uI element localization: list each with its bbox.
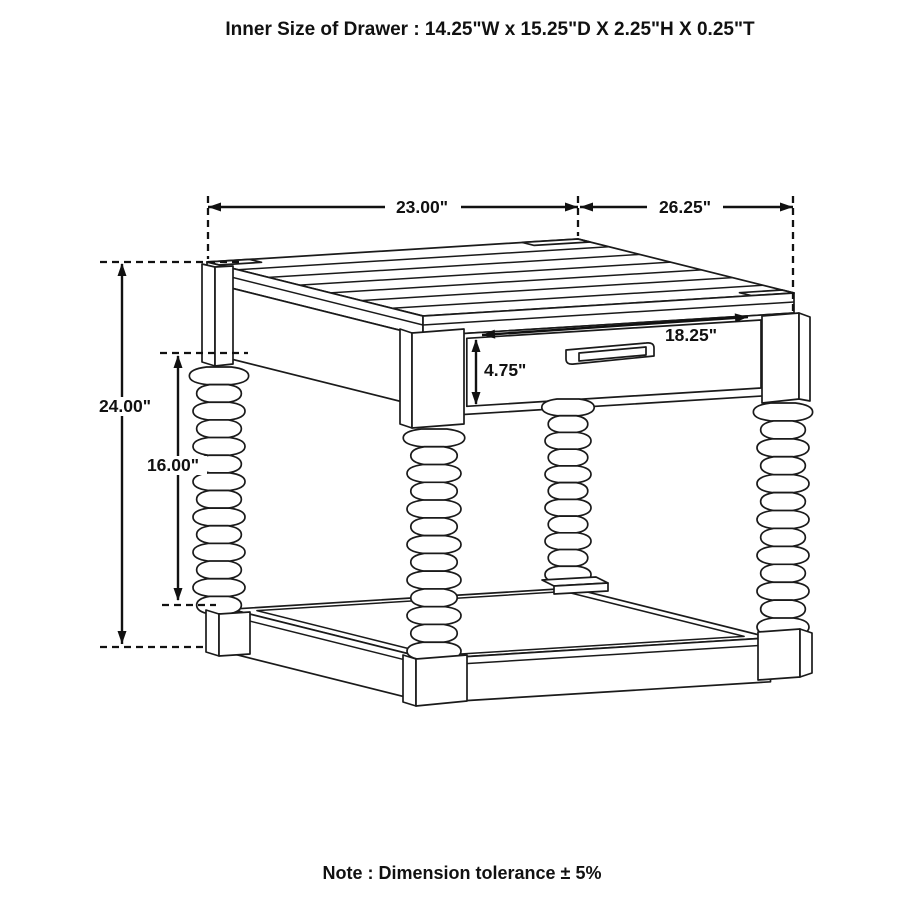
dim-overall-height-label: 24.00" xyxy=(99,396,151,416)
label-mask xyxy=(385,197,461,216)
dim-drawer-height-label: 4.75" xyxy=(484,360,526,380)
dim-top-width-label: 23.00" xyxy=(396,197,448,217)
tolerance-note: Note : Dimension tolerance ± 5% xyxy=(323,863,602,883)
dim-leg-height-label: 16.00" xyxy=(147,455,199,475)
end-table-line-drawing xyxy=(188,238,814,707)
dimension-lines xyxy=(100,196,795,649)
label-mask xyxy=(647,197,723,216)
drawer-inner-size-title: Inner Size of Drawer : 14.25"W x 15.25"D… xyxy=(225,19,755,40)
dim-top-depth-label: 26.25" xyxy=(659,197,711,217)
dim-drawer-width-label: 18.25" xyxy=(665,325,717,345)
label-mask xyxy=(139,456,207,475)
dimension-labels: 23.00" 26.25" 18.25" 4.75" 24.00" 16.00"… xyxy=(91,19,755,883)
label-mask xyxy=(91,397,159,416)
